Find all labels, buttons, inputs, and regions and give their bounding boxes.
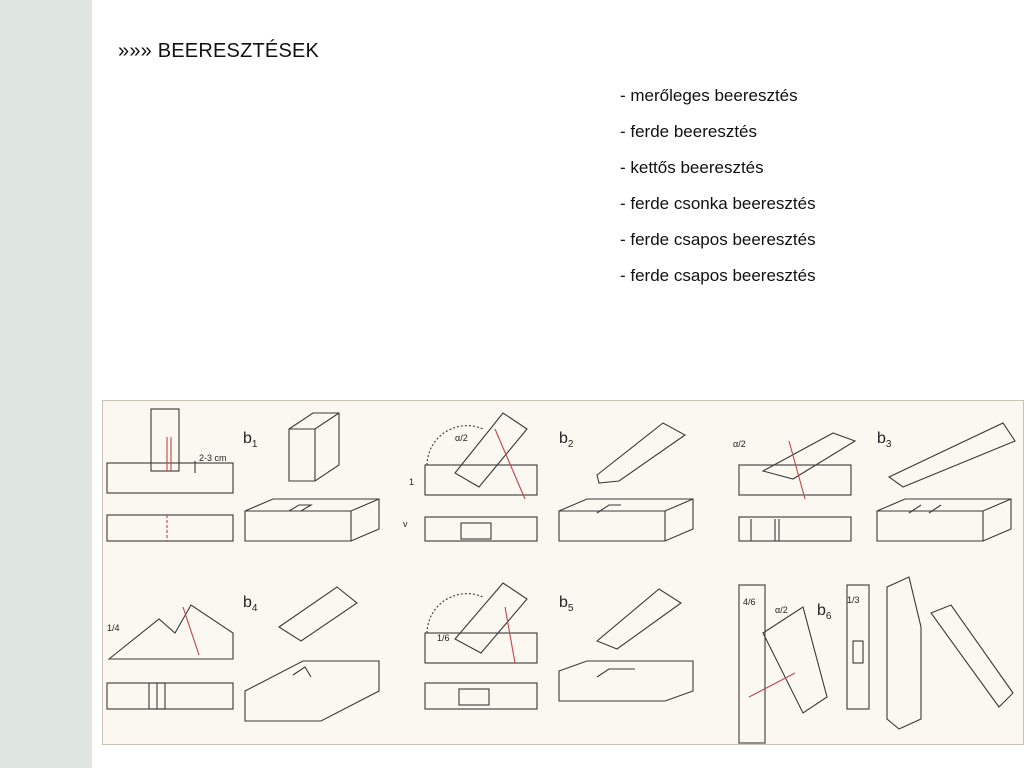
drawing-b3 <box>738 422 1016 542</box>
dim-half-alpha-b3: α/2 <box>733 439 746 449</box>
dim-v: v <box>403 519 408 529</box>
list-item: - ferde beeresztés <box>620 122 758 141</box>
dim-one: 1 <box>409 477 414 487</box>
label-b1: b1 <box>243 430 258 450</box>
joint-type-list: - merőleges beeresztés - ferde beereszté… <box>620 86 816 302</box>
slide-title: »»» BEERESZTÉSEK <box>118 40 320 62</box>
label-b3: b3 <box>877 430 892 450</box>
drawing-b5 <box>424 582 694 710</box>
label-b6: b6 <box>817 602 832 622</box>
side-band <box>0 0 92 768</box>
label-b5: b5 <box>559 594 574 614</box>
dim-quarter: 1/4 <box>107 623 120 633</box>
drawing-b1 <box>106 408 380 542</box>
label-b4: b4 <box>243 594 258 614</box>
dim-sixth: 1/6 <box>437 633 450 643</box>
joinery-technical-drawing: b1 b2 b3 b4 b5 b6 2-3 cm 1 v α/2 α/2 1/4… <box>102 400 1024 745</box>
list-item: - ferde csapos beeresztés <box>620 266 816 285</box>
list-item: - merőleges beeresztés <box>620 86 798 105</box>
list-item: - ferde csonka beeresztés <box>620 194 816 213</box>
drawing-b6 <box>738 576 1014 744</box>
dim-third: 1/3 <box>847 595 860 605</box>
label-b2: b2 <box>559 430 574 450</box>
list-item: - kettős beeresztés <box>620 158 764 177</box>
dim-gap: 2-3 cm <box>199 453 227 463</box>
drawing-b2 <box>424 412 694 542</box>
list-item: - ferde csapos beeresztés <box>620 230 816 249</box>
drawing-b4 <box>106 586 380 722</box>
dim-half-alpha-b6: α/2 <box>775 605 788 615</box>
dim-half-alpha: α/2 <box>455 433 468 443</box>
drawing-canvas: b1 b2 b3 b4 b5 b6 2-3 cm 1 v α/2 α/2 1/4… <box>106 408 1016 744</box>
dim-four-sixth: 4/6 <box>743 597 756 607</box>
